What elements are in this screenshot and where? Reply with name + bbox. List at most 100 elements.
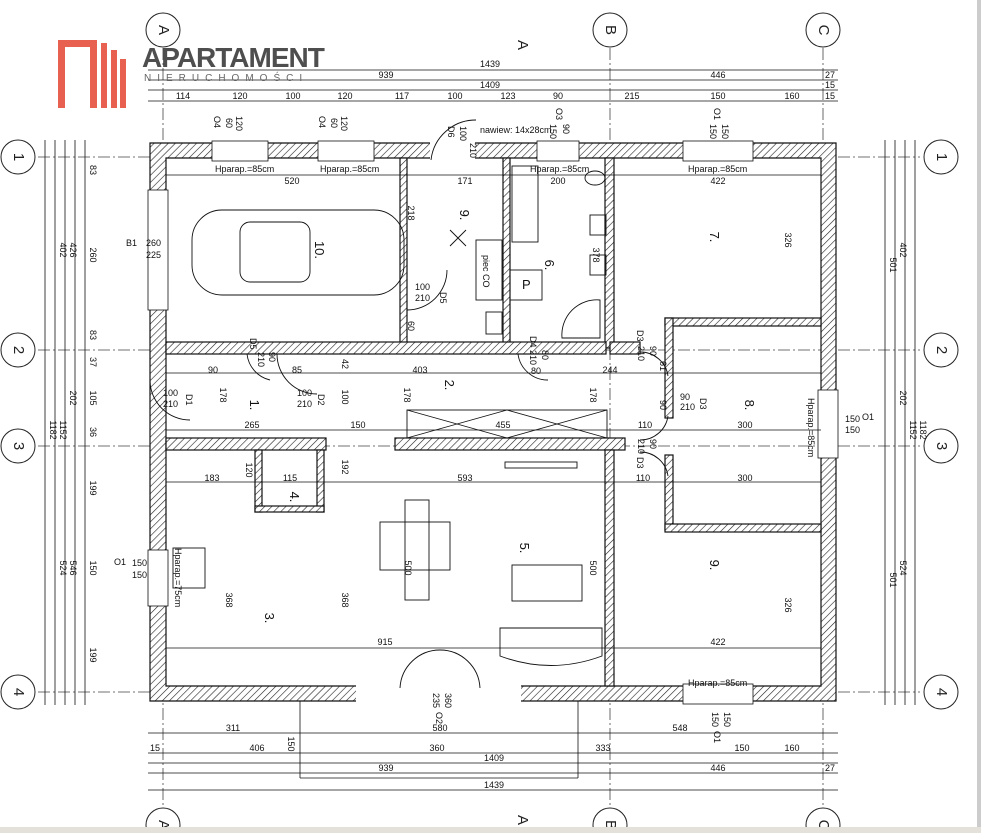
dim-top: 15 (825, 80, 835, 90)
inner-dim: 455 (495, 420, 510, 430)
inner-dim: 200 (550, 176, 565, 186)
inner-dim: 178 (218, 387, 228, 402)
inner-dim: 100 (340, 389, 350, 404)
dim-bottom: 548 (672, 723, 687, 733)
opening-size: 210 (415, 293, 430, 303)
opening-tag: O3 (554, 108, 564, 120)
inner-dim: 110 (638, 420, 652, 430)
axis-label-3: 3 (10, 442, 27, 450)
inner-dim: 115 (283, 473, 297, 483)
inner-dim: 378 (591, 247, 601, 262)
walls (149, 142, 837, 702)
room-number: 5. (517, 543, 532, 554)
dim-left: 202 (68, 390, 78, 405)
dim-top: 123 (500, 91, 515, 101)
inner-dim: 265 (244, 420, 259, 430)
dim-top: 100 (447, 91, 462, 101)
inner-dim: 178 (588, 387, 598, 402)
opening-tag: O4 (317, 116, 327, 128)
opening-tag: O1 (114, 557, 126, 567)
room-number: 9. (707, 560, 722, 571)
sill-note: Hparap.=75cm (173, 548, 183, 607)
axis-label-1: 1 (10, 153, 27, 161)
dim-bottom: 360 (429, 743, 444, 753)
inner-dim: 593 (457, 473, 472, 483)
opening-size: 150 (132, 570, 147, 580)
opening-tag: D2 (316, 394, 326, 406)
inner-dim: 90 (658, 400, 668, 410)
dim-right: 501 (888, 257, 898, 272)
opening-tag: O1 (712, 731, 722, 743)
inner-dim: 85 (292, 365, 302, 375)
axis-label-2: 2 (10, 346, 27, 354)
axis-label-c: C (815, 25, 832, 36)
opening-size: 210 (680, 402, 695, 412)
sill-note: Hparap.=85cm (688, 164, 747, 174)
inner-dim: 244 (602, 365, 617, 375)
opening-size: 150 (548, 124, 558, 139)
scrollbar[interactable] (977, 0, 981, 833)
room-number: 3. (262, 613, 277, 624)
boiler-label: piec CO (481, 255, 491, 288)
dim-right: 202 (898, 390, 908, 405)
opening-size: 100 (458, 126, 468, 141)
inner-dim: 42 (340, 359, 350, 369)
opening-size: 100 (415, 282, 430, 292)
dim-bottom: 311 (226, 723, 240, 733)
opening-tag: O4 (212, 116, 222, 128)
opening-tag: D4 (528, 336, 538, 348)
dim-left: 199 (88, 480, 98, 495)
car-icon (191, 209, 405, 296)
furniture (172, 165, 608, 666)
opening-size: 80 (540, 350, 550, 360)
opening-size: 150 (845, 414, 860, 424)
dim-right: 501 (888, 572, 898, 587)
inner-dim: 300 (737, 420, 752, 430)
inner-dim: 326 (783, 232, 793, 247)
dim-bottom: 160 (784, 743, 799, 753)
opening-tag: D6 (446, 126, 456, 138)
dim-top: 150 (710, 91, 725, 101)
logo-icon (58, 40, 126, 108)
dim-top: 120 (337, 91, 352, 101)
opening-size: 100 (297, 388, 312, 398)
dim-bottom: 446 (710, 763, 725, 773)
dim-right: 402 (898, 242, 908, 257)
opening-tag: D5 (438, 292, 448, 304)
dim-top: 446 (710, 70, 725, 80)
room-number: 1. (247, 400, 262, 411)
inner-dim: 403 (412, 365, 427, 375)
dim-top: 215 (624, 91, 639, 101)
dim-top: 15 (825, 91, 835, 101)
dim-left: 83 (88, 165, 98, 175)
axis-label-3-right: 3 (933, 442, 950, 450)
dim-left: 546 (68, 560, 78, 575)
dim-right: 524 (898, 560, 908, 575)
dim-left: 402 (58, 242, 68, 257)
opening-tag: D5 (248, 338, 258, 350)
axis-label-b-bottom: B (602, 820, 619, 830)
sill-note: Hparap.=85cm (530, 164, 589, 174)
dim-top: 1409 (480, 80, 500, 90)
dim-left: 150 (88, 560, 98, 575)
opening-size: 90 (648, 439, 658, 449)
axis-label-1-right: 1 (933, 153, 950, 161)
dim-bottom: 333 (595, 743, 610, 753)
openings (147, 140, 839, 705)
opening-tag: D1 (184, 394, 194, 406)
inner-dim: 60 (406, 321, 416, 331)
dim-left: 36 (88, 427, 98, 437)
inner-dim: 192 (340, 459, 350, 474)
opening-size: 210 (256, 352, 266, 367)
opening-size: 210 (468, 143, 478, 158)
inner-dim: 300 (737, 473, 752, 483)
dimension-lines (44, 69, 916, 791)
inner-dim: 61 (658, 361, 668, 371)
axis-label-c-bottom: C (815, 820, 832, 831)
opening-size: 210 (163, 399, 178, 409)
p-label: P (522, 277, 531, 292)
section-marker-bottom: A (514, 815, 531, 825)
room-number: 6. (542, 260, 557, 271)
axis-label-4: 4 (10, 688, 27, 696)
